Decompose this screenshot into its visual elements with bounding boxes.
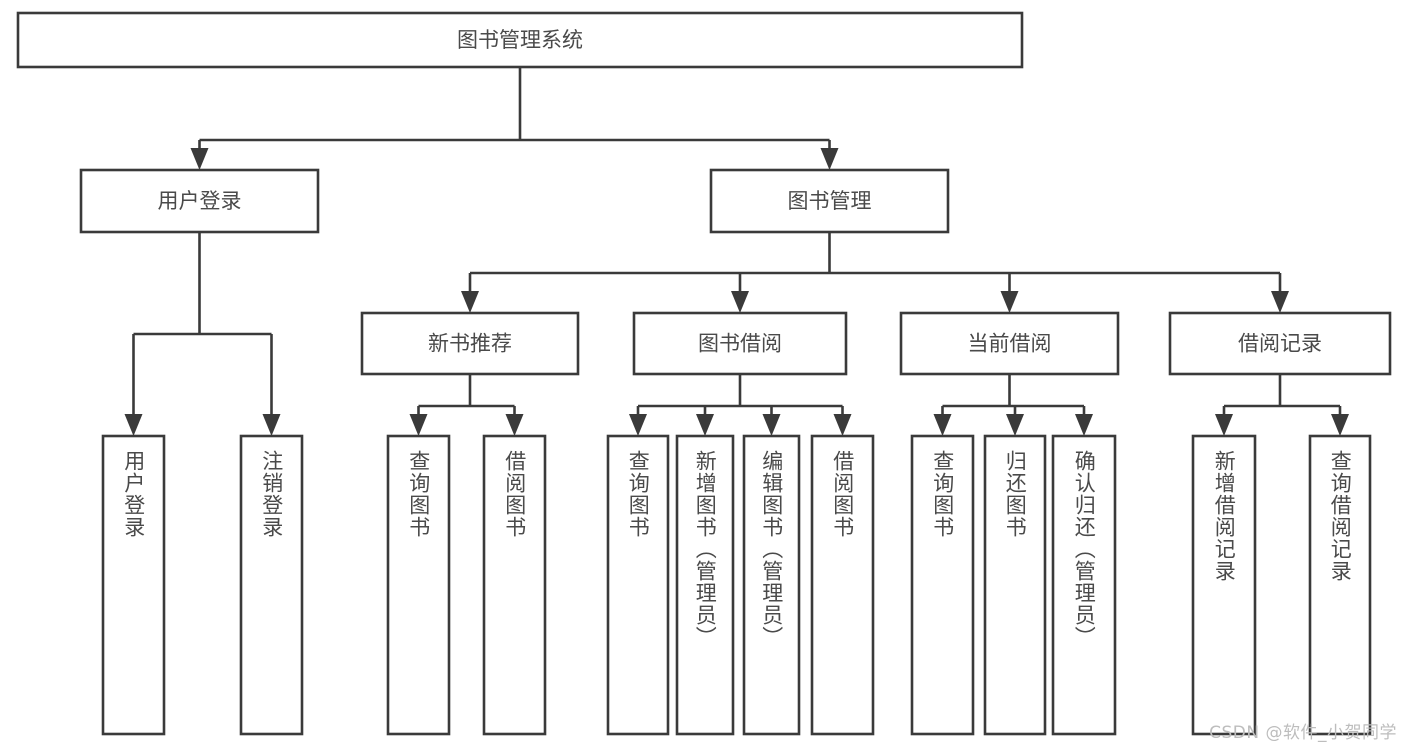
node-leaf-9[interactable] <box>983 434 1047 736</box>
arrow-head-icon <box>629 414 647 436</box>
node-l2-label-0: 用户登录 <box>158 189 242 213</box>
arrow-head-icon <box>190 148 209 170</box>
node-leaf-0[interactable] <box>101 434 166 736</box>
node-l3-label-2: 当前借阅 <box>968 332 1052 356</box>
arrow-head-icon <box>820 148 839 170</box>
node-leaf-4[interactable] <box>606 434 670 736</box>
arrow-head-icon <box>731 291 749 313</box>
node-leaf-11[interactable] <box>1191 434 1257 736</box>
node-leaf-1[interactable] <box>239 434 304 736</box>
node-l3-3[interactable] <box>1168 311 1392 376</box>
node-root-label: 图书管理系统 <box>457 28 583 52</box>
node-leaf-6[interactable] <box>742 434 801 736</box>
node-l3-0[interactable] <box>360 311 580 376</box>
node-leaf-10[interactable] <box>1051 434 1117 736</box>
watermark: CSDN @软件_小贺同学 <box>1209 723 1397 743</box>
node-leaf-7[interactable] <box>810 434 875 736</box>
node-l2-1[interactable] <box>709 168 950 234</box>
arrow-head-icon <box>833 414 852 436</box>
node-l2-label-1: 图书管理 <box>788 189 872 213</box>
node-l3-label-3: 借阅记录 <box>1238 332 1322 356</box>
node-box-layer <box>16 11 1392 736</box>
node-l3-label-1: 图书借阅 <box>698 332 782 356</box>
arrow-head-icon <box>262 414 281 436</box>
arrow-head-icon <box>1331 414 1349 436</box>
node-l3-1[interactable] <box>632 311 848 376</box>
arrow-head-icon <box>124 414 143 436</box>
node-l2-0[interactable] <box>79 168 320 234</box>
arrow-head-icon <box>505 414 524 436</box>
node-leaf-3[interactable] <box>482 434 547 736</box>
arrow-head-icon <box>1215 414 1233 436</box>
arrow-head-icon <box>1006 414 1024 436</box>
node-l3-label-0: 新书推荐 <box>428 332 512 356</box>
node-leaf-2[interactable] <box>386 434 451 736</box>
node-l3-2[interactable] <box>899 311 1120 376</box>
arrow-head-icon <box>1271 291 1289 313</box>
arrow-head-icon <box>933 414 952 436</box>
node-root[interactable] <box>16 11 1024 69</box>
arrow-head-icon <box>696 414 714 436</box>
arrow-head-icon <box>762 414 781 436</box>
node-leaf-5[interactable] <box>675 434 735 736</box>
arrow-head-icon <box>461 291 479 313</box>
arrow-head-icon <box>1000 291 1019 313</box>
node-leaf-8[interactable] <box>910 434 975 736</box>
connector-layer <box>124 67 1349 436</box>
arrow-head-icon <box>1075 414 1093 436</box>
node-leaf-12[interactable] <box>1308 434 1372 736</box>
arrow-head-icon <box>409 414 428 436</box>
